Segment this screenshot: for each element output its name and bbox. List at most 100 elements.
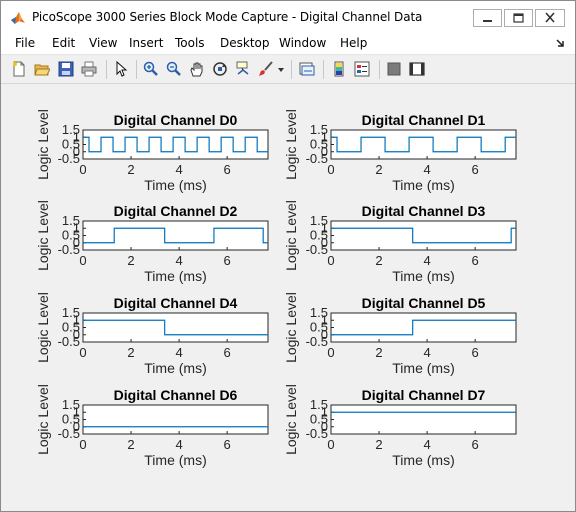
y-tick-label: 1.5 xyxy=(62,397,80,412)
colorbar-icon[interactable] xyxy=(331,61,347,77)
x-tick-label: 0 xyxy=(327,345,334,360)
minimize-button[interactable] xyxy=(473,9,502,27)
close-icon xyxy=(545,12,555,23)
menu-view[interactable]: View xyxy=(89,36,118,50)
menu-window[interactable]: Window xyxy=(279,36,327,50)
title-bar[interactable]: PicoScope 3000 Series Block Mode Capture… xyxy=(1,1,575,33)
toolbar-separator xyxy=(291,60,292,79)
x-tick-label: 4 xyxy=(175,345,182,360)
x-tick-label: 2 xyxy=(127,345,134,360)
pan-icon[interactable] xyxy=(189,61,205,77)
y-tick-label: 1 xyxy=(321,312,328,327)
subplot-title: Digital Channel D1 xyxy=(362,112,486,128)
menu-bar: File Edit View Insert Tools Desktop Wind… xyxy=(1,33,575,55)
menu-tools[interactable]: Tools xyxy=(175,36,205,50)
pointer-icon[interactable] xyxy=(113,61,129,77)
y-tick-label: -0.5 xyxy=(58,426,80,441)
y-tick-label: 1 xyxy=(73,220,80,235)
y-tick-label: -0.5 xyxy=(58,334,80,349)
subplot-title: Digital Channel D2 xyxy=(114,203,238,219)
x-tick-label: 4 xyxy=(175,437,182,452)
toolbar-separator xyxy=(323,60,324,79)
y-tick-label: 1 xyxy=(73,129,80,144)
menu-help[interactable]: Help xyxy=(340,36,368,50)
open-file-icon[interactable] xyxy=(34,61,50,77)
y-tick-label: 1.5 xyxy=(310,122,328,137)
menu-file[interactable]: File xyxy=(15,36,36,50)
y-tick-label: 1 xyxy=(73,404,80,419)
minimize-icon xyxy=(483,20,492,22)
y-tick-label: 0.5 xyxy=(62,412,80,427)
axes-box xyxy=(330,220,517,251)
link-plot-icon[interactable] xyxy=(299,61,315,77)
x-axis-label: Time (ms) xyxy=(392,177,454,193)
y-tick-label: 0 xyxy=(73,419,80,434)
series-line xyxy=(83,319,268,336)
x-tick-label: 2 xyxy=(375,345,382,360)
y-tick-label: 0 xyxy=(73,144,80,159)
menu-insert[interactable]: Insert xyxy=(129,36,164,50)
x-axis-label: Time (ms) xyxy=(392,268,454,284)
rotate-3d-icon[interactable] xyxy=(212,61,228,77)
maximize-button[interactable] xyxy=(504,9,533,27)
hide-plot-tools-icon[interactable] xyxy=(386,61,402,77)
x-tick-label: 6 xyxy=(472,253,479,268)
axes-box xyxy=(82,220,269,251)
x-tick-label: 0 xyxy=(79,437,86,452)
maximize-icon xyxy=(513,13,524,23)
x-tick-label: 4 xyxy=(423,162,430,177)
menu-edit[interactable]: Edit xyxy=(52,36,76,50)
series-line xyxy=(331,227,516,244)
x-axis-label: Time (ms) xyxy=(392,360,454,376)
y-tick-label: 1 xyxy=(321,220,328,235)
brush-dropdown-icon[interactable] xyxy=(276,61,286,77)
y-tick-label: 1 xyxy=(321,129,328,144)
y-tick-label: 0.5 xyxy=(62,320,80,335)
y-tick-label: 0 xyxy=(321,419,328,434)
x-tick-label: 6 xyxy=(224,345,231,360)
legend-icon[interactable] xyxy=(354,61,370,77)
x-tick-label: 6 xyxy=(224,162,231,177)
y-axis-label: Logic Level xyxy=(35,384,51,455)
y-tick-label: 0.5 xyxy=(62,137,80,152)
y-tick-label: 0 xyxy=(321,327,328,342)
window-title: PicoScope 3000 Series Block Mode Capture… xyxy=(32,10,423,24)
y-tick-label: 0.5 xyxy=(310,320,328,335)
new-figure-icon[interactable] xyxy=(11,61,27,77)
x-axis-label: Time (ms) xyxy=(392,452,454,468)
x-tick-label: 0 xyxy=(327,437,334,452)
x-tick-label: 0 xyxy=(327,253,334,268)
subplot-title: Digital Channel D5 xyxy=(362,295,486,311)
axes-box xyxy=(82,404,269,435)
y-tick-label: 1.5 xyxy=(310,305,328,320)
data-cursor-icon[interactable] xyxy=(235,61,251,77)
series-line xyxy=(331,319,516,336)
zoom-out-icon[interactable] xyxy=(166,61,182,77)
y-tick-label: 0 xyxy=(321,235,328,250)
x-tick-label: 0 xyxy=(79,162,86,177)
save-icon[interactable] xyxy=(58,61,74,77)
dock-arrow-icon[interactable] xyxy=(555,38,565,48)
x-tick-label: 2 xyxy=(127,162,134,177)
axes-box xyxy=(330,312,517,343)
figure-toolbar xyxy=(1,55,575,84)
x-tick-label: 4 xyxy=(423,253,430,268)
matlab-icon xyxy=(11,12,25,24)
zoom-in-icon[interactable] xyxy=(143,61,159,77)
x-tick-label: 6 xyxy=(224,253,231,268)
menu-desktop[interactable]: Desktop xyxy=(220,36,270,50)
x-axis-label: Time (ms) xyxy=(144,452,206,468)
y-tick-label: 0.5 xyxy=(310,412,328,427)
brush-icon[interactable] xyxy=(258,61,274,77)
close-button[interactable] xyxy=(535,9,565,27)
axes-box xyxy=(330,404,517,435)
x-tick-label: 6 xyxy=(472,437,479,452)
x-tick-label: 2 xyxy=(375,437,382,452)
x-tick-label: 6 xyxy=(472,345,479,360)
y-tick-label: -0.5 xyxy=(306,334,328,349)
show-plot-tools-icon[interactable] xyxy=(409,61,425,77)
print-icon[interactable] xyxy=(81,61,97,77)
